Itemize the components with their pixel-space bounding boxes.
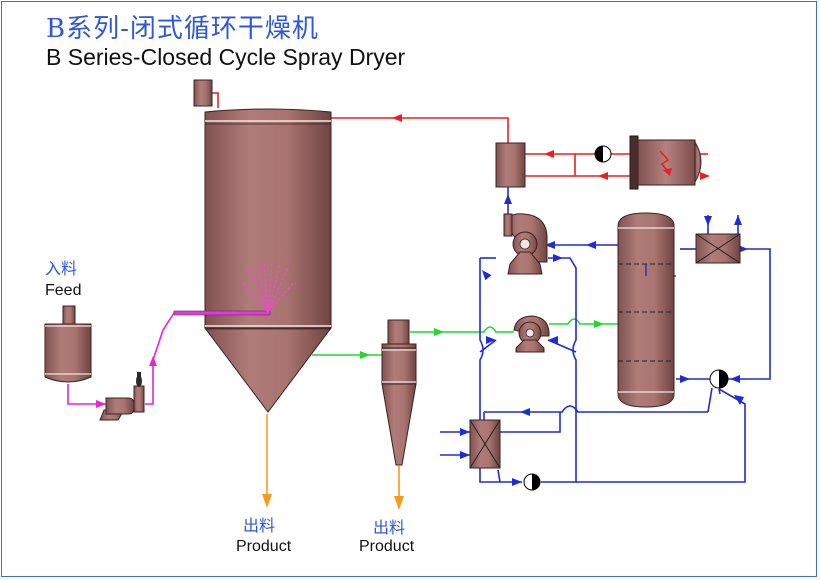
exhaust-gas-lines [312,318,618,356]
cyclone-separator [381,319,417,466]
three-way-valve [709,369,729,389]
spray-nozzle [173,261,295,316]
product-label-en-1: Product [236,538,292,555]
feed-tank [44,305,92,383]
diagram-title-cn: B系列-闭式循环干燥机 [46,14,319,44]
feed-label-en: Feed [45,282,82,299]
main-circulation-fan [503,213,548,275]
gas-filter-unit [495,142,526,215]
recycle-gas-lines [440,215,771,483]
feed-arrows [96,356,157,408]
diagram-title-en: B Series-Closed Cycle Spray Dryer [46,44,406,70]
product-label-cn-2: 出料 [373,518,406,537]
feed-pump [99,372,145,421]
lower-heat-exchanger [469,419,501,469]
top-filter-unit [193,79,213,107]
upper-heat-exchanger [695,233,741,264]
product-arrows [262,494,404,510]
drying-chamber [204,108,332,413]
product-lines [266,414,400,500]
condenser-tower [617,212,675,408]
product-label-cn-1: 出料 [243,516,276,535]
bottom-valve [523,473,541,491]
exhaust-gas-arrows [360,320,604,359]
feed-label-cn: 入料 [45,259,78,278]
heater-valve [594,145,612,163]
product-label-en-2: Product [359,538,415,555]
electric-heater [629,135,702,190]
exhaust-fan [513,315,550,353]
